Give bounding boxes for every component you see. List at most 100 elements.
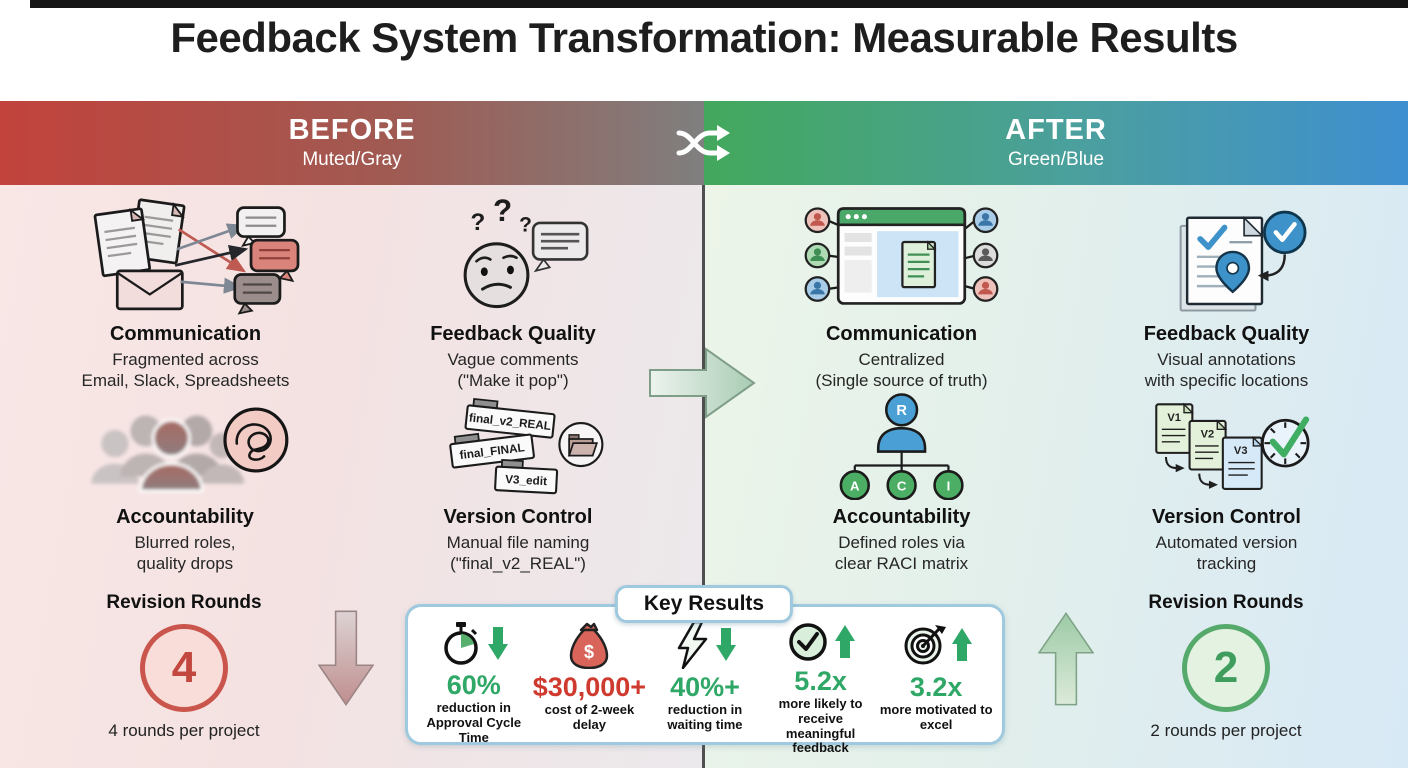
section-line2: quality drops bbox=[136, 554, 234, 574]
svg-text:?: ? bbox=[519, 214, 532, 237]
versioned-docs-icon: V1 V2 V3 bbox=[1112, 396, 1342, 500]
before-revision-rounds-cell: Revision Rounds 4 4 rounds per project bbox=[76, 592, 292, 741]
decline-arrow-icon bbox=[318, 610, 374, 707]
section-title: Version Control bbox=[1152, 506, 1301, 528]
arrow-down-icon bbox=[488, 627, 509, 660]
before-after-header: BEFORE Muted/Gray AFTER Green/Blue bbox=[0, 101, 1408, 185]
revision-rounds-title: Revision Rounds bbox=[1148, 592, 1304, 613]
revision-caption: 4 rounds per project bbox=[108, 721, 260, 740]
lightning-icon bbox=[678, 621, 708, 669]
section-line2: ("final_v2_REAL") bbox=[450, 554, 586, 574]
arrow-up-icon bbox=[951, 628, 972, 661]
stat-value: 5.2x bbox=[794, 666, 847, 696]
key-results-panel: 60% reduction in Approval Cycle Time $ $… bbox=[405, 604, 1005, 755]
before-label: BEFORE bbox=[288, 114, 416, 147]
section-title: Feedback Quality bbox=[430, 323, 596, 345]
section-title: Communication bbox=[109, 323, 262, 345]
section-line1: Defined roles via bbox=[838, 533, 965, 552]
svg-text:V1: V1 bbox=[1167, 412, 1181, 424]
svg-text:?: ? bbox=[470, 209, 485, 236]
after-feedback-quality-cell: Feedback Quality Visual annotations with… bbox=[1109, 193, 1344, 392]
svg-text:I: I bbox=[946, 478, 950, 493]
after-accountability-cell: R A C I Accountability Defined roles via… bbox=[799, 393, 1004, 575]
stat-value: 40%+ bbox=[670, 672, 740, 702]
stat-label: reduction in waiting time bbox=[667, 702, 743, 733]
after-label: AFTER bbox=[1005, 114, 1107, 147]
svg-text:C: C bbox=[896, 478, 906, 493]
annotated-document-icon bbox=[1117, 193, 1337, 317]
svg-text:V3: V3 bbox=[1233, 445, 1247, 457]
stat-label: more motivated to excel bbox=[879, 702, 993, 733]
after-version-control-cell: V1 V2 V3 bbox=[1109, 396, 1344, 575]
stat-value: 3.2x bbox=[909, 672, 963, 702]
svg-text:A: A bbox=[850, 478, 860, 493]
section-line1: Blurred roles, bbox=[134, 533, 236, 552]
arrow-up-icon bbox=[835, 625, 856, 658]
section-title: Accountability bbox=[832, 506, 971, 528]
section-title: Communication bbox=[825, 323, 978, 345]
revision-count: 4 bbox=[171, 643, 197, 692]
central-hub-icon bbox=[789, 193, 1014, 317]
section-title: Feedback Quality bbox=[1143, 323, 1310, 345]
svg-text:V3_edit: V3_edit bbox=[504, 473, 547, 488]
before-header: BEFORE Muted/Gray bbox=[0, 101, 704, 185]
transform-arrow-icon bbox=[649, 347, 756, 419]
after-communication-cell: Communication Centralized (Single source… bbox=[789, 193, 1014, 392]
stat-meaningful-feedback: 5.2x more likely to receive meaningful f… bbox=[763, 620, 879, 755]
revision-caption: 2 rounds per project bbox=[1150, 721, 1302, 740]
revision-count-badge: 4 bbox=[140, 624, 228, 712]
section-line1: Fragmented across bbox=[112, 350, 259, 369]
raci-chart-icon: R A C I bbox=[827, 393, 977, 500]
section-line1: Visual annotations bbox=[1157, 350, 1296, 369]
section-title: Accountability bbox=[116, 506, 254, 528]
section-line1: Manual file naming bbox=[446, 533, 590, 552]
before-accountability-cell: Accountability Blurred roles, quality dr… bbox=[70, 396, 300, 575]
section-line1: Centralized bbox=[858, 350, 945, 369]
stat-approval-cycle: 60% reduction in Approval Cycle Time bbox=[416, 620, 532, 745]
svg-text:$: $ bbox=[584, 642, 594, 662]
section-line2: Email, Slack, Spreadsheets bbox=[81, 371, 290, 391]
after-header: AFTER Green/Blue bbox=[704, 101, 1408, 185]
arrow-down-icon bbox=[716, 628, 737, 661]
stat-delay-cost: $ $30,000+ cost of 2-week delay bbox=[532, 620, 648, 742]
stopwatch-icon bbox=[444, 622, 479, 665]
svg-text:?: ? bbox=[493, 195, 512, 228]
revision-count-badge: 2 bbox=[1182, 624, 1270, 712]
check-circle-icon bbox=[789, 623, 827, 661]
section-line1: Automated version bbox=[1155, 533, 1298, 552]
stat-motivation: 3.2x more motivated to excel bbox=[878, 620, 994, 742]
after-revision-rounds-cell: Revision Rounds 2 2 rounds per project bbox=[1116, 592, 1336, 741]
before-communication-cell: Communication Fragmented across Email, S… bbox=[58, 193, 313, 392]
stat-label: cost of 2-week delay bbox=[544, 702, 635, 733]
svg-text:V2: V2 bbox=[1200, 429, 1214, 441]
before-sublabel: Muted/Gray bbox=[302, 148, 402, 170]
stat-value: 60% bbox=[446, 670, 501, 700]
improvement-arrow-icon bbox=[1038, 611, 1094, 706]
stat-waiting-time: 40%+ reduction in waiting time bbox=[647, 620, 763, 742]
shuffle-icon bbox=[676, 125, 730, 161]
section-line2: (Single source of truth) bbox=[815, 371, 988, 391]
center-divider bbox=[702, 185, 705, 768]
revision-rounds-title: Revision Rounds bbox=[106, 592, 262, 613]
stat-label: reduction in Approval Cycle Time bbox=[426, 700, 522, 745]
section-title: Version Control bbox=[443, 506, 593, 528]
page-title: Feedback System Transformation: Measurab… bbox=[170, 14, 1238, 61]
section-line2: tracking bbox=[1196, 554, 1257, 574]
messy-folders-icon: final_v2_REAL final_FINAL V3_edit bbox=[396, 396, 641, 500]
svg-text:R: R bbox=[896, 403, 907, 419]
section-line1: Vague comments bbox=[447, 350, 579, 369]
blurred-team-icon bbox=[70, 396, 300, 500]
before-version-control-cell: final_v2_REAL final_FINAL V3_edit Versi bbox=[398, 396, 638, 575]
money-bag-icon: $ bbox=[570, 622, 609, 669]
section-line2: ("Make it pop") bbox=[457, 371, 569, 391]
key-results-tab: Key Results bbox=[614, 585, 794, 623]
before-feedback-quality-cell: ? ? ? Feedback Quality Vague comments ("… bbox=[398, 193, 628, 392]
target-icon bbox=[904, 625, 946, 665]
section-line2: with specific locations bbox=[1144, 371, 1309, 391]
after-sublabel: Green/Blue bbox=[1007, 148, 1105, 170]
stat-label: more likely to receive meaningful feedba… bbox=[778, 696, 863, 756]
stat-value: $30,000+ bbox=[532, 672, 647, 702]
fragmented-messages-icon bbox=[68, 193, 303, 317]
revision-count: 2 bbox=[1213, 643, 1239, 692]
